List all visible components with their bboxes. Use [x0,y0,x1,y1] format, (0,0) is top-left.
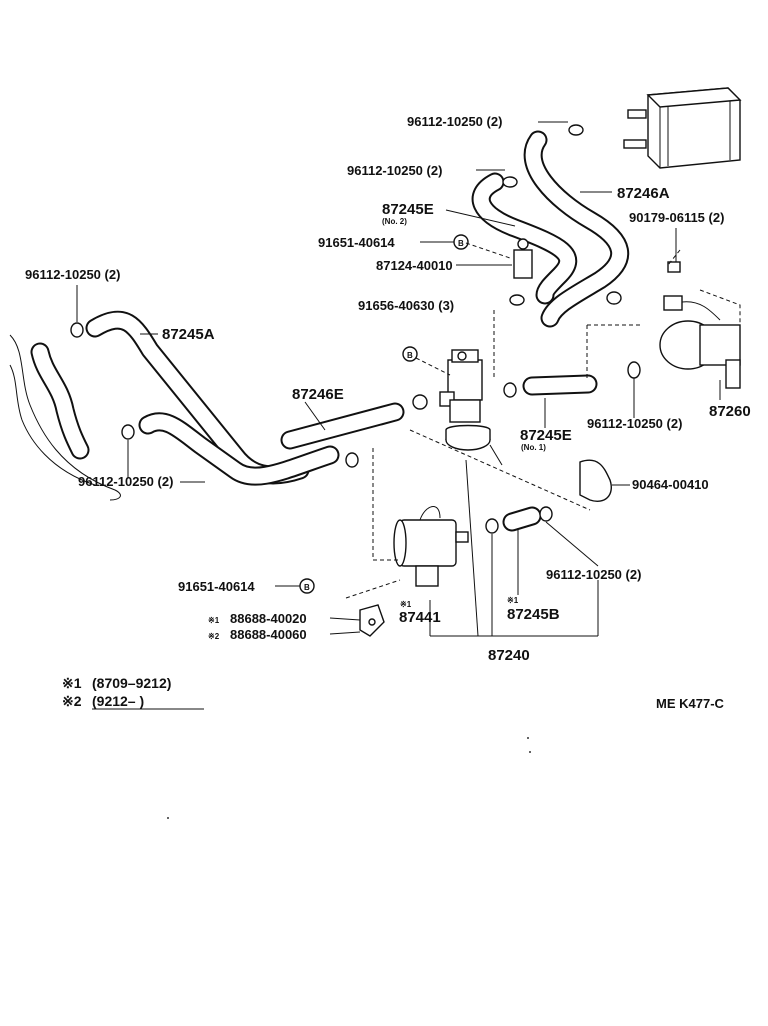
grommet-90179 [667,261,681,273]
label-hose-87245e-no1-note: (No. 1) [521,443,546,452]
plug-symbol-text: B [458,239,464,248]
bracket-87124 [513,238,533,279]
water-valve-87240 [439,349,503,466]
label-hose-87246a: 87246A [617,185,670,202]
hose-87246e [138,402,405,486]
clip-90464 [579,459,612,502]
vacuum-lines [345,242,741,599]
heater-core-unit [623,87,742,169]
label-clamp-right-mid: 96112-10250 (2) [587,416,682,431]
scan-specks [167,737,531,819]
label-clamp-right-low: 96112-10250 (2) [546,567,641,582]
legend-line2-mark: ※2 [62,693,82,709]
legend-line1-mark: ※1 [62,675,82,691]
label-clamp-top-2: 96112-10250 (2) [347,163,442,178]
label-bracket-88688-60-mark: ※2 [208,632,220,641]
label-valve-87441-mark: ※1 [400,600,412,609]
label-hose-87245b: 87245B [507,606,560,623]
label-valve-87260: 87260 [709,403,751,420]
bracket-88688 [359,604,385,637]
label-hose-87245e-no1: 87245E [520,427,572,444]
hose-87245e-no2 [471,172,578,305]
label-plug-91656: 91656-40630 (3) [358,298,454,313]
label-bracket-88688-20: 88688-40020 [230,611,307,626]
label-assembly-87240: 87240 [488,647,530,664]
label-grommet-90179: 90179-06115 (2) [629,210,724,225]
plug-symbol-upper: B [453,234,469,250]
applicability-legend: ※1 (8709–9212) ※2 (9212– ) [62,675,204,710]
leader-lines [76,121,721,637]
label-plug-91651-lower: 91651-40614 [178,579,255,594]
plug-symbol-text: B [407,351,413,360]
hose-87245e-no1 [522,374,598,396]
label-valve-87441: 87441 [399,609,441,626]
hose-clamps [70,124,641,534]
label-clamp-left-lower: 96112-10250 (2) [78,474,173,489]
plug-symbol-text: B [304,583,310,592]
label-bracket-87124: 87124-40010 [376,258,453,273]
engine-side-hose [9,334,121,501]
label-clamp-top-1: 96112-10250 (2) [407,114,502,129]
valve-87260 [659,295,741,389]
legend-line1-text: (8709–9212) [92,675,171,691]
label-hose-87246e: 87246E [292,386,344,403]
label-hose-87245a: 87245A [162,326,215,343]
label-bracket-88688-20-mark: ※1 [208,616,220,625]
label-hose-87245e-no2-note: (No. 2) [382,217,407,226]
plug-symbol-lower: B [299,578,315,594]
legend-line2-text: (9212– ) [92,693,144,709]
hose-87245b [502,506,542,532]
label-hose-87245b-mark: ※1 [507,596,519,605]
valve-87441 [393,506,469,587]
label-clamp-left-upper: 96112-10250 (2) [25,267,120,282]
label-clip-90464: 90464-00410 [632,477,709,492]
label-hose-87245e-no2: 87245E [382,201,434,218]
label-plug-91651-upper: 91651-40614 [318,235,395,250]
label-bracket-88688-60: 88688-40060 [230,627,307,642]
plug-symbol-mid: B [402,346,418,362]
hose-87246a [523,130,630,328]
diagram-code: ME K477-C [656,696,725,711]
